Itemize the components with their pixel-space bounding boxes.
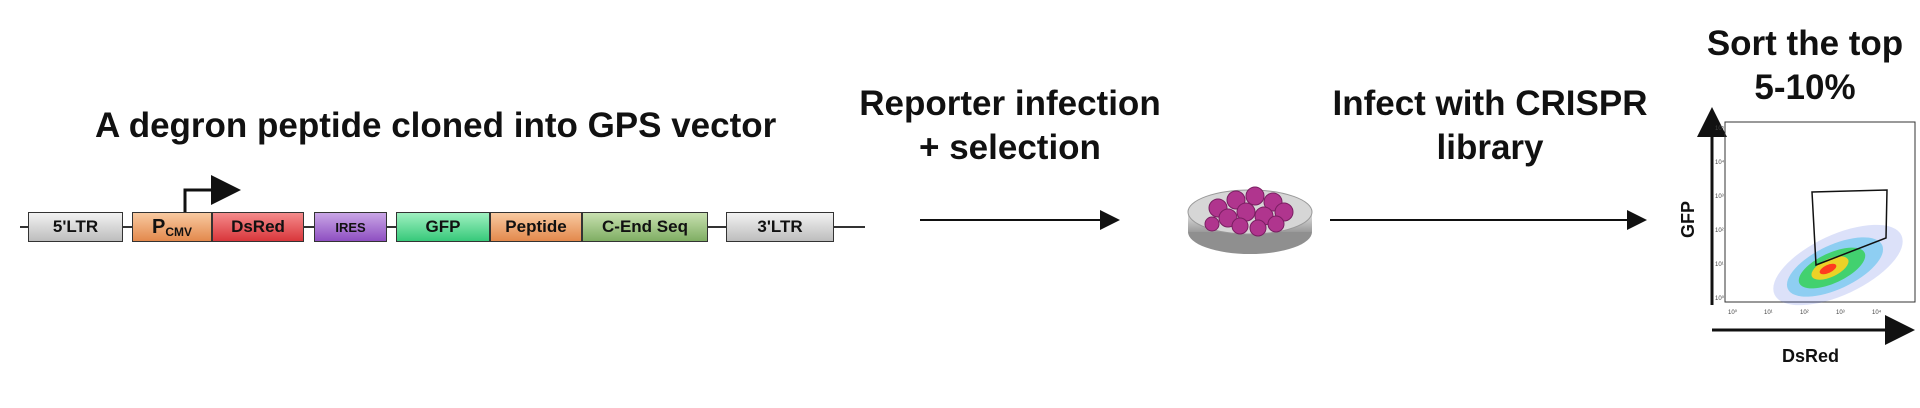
ltr5-box: 5'LTR xyxy=(28,212,123,242)
ltr5-label: 5'LTR xyxy=(52,217,99,236)
step-crispr-label: Infect with CRISPR library xyxy=(1310,82,1670,170)
step-sort-line1: Sort the top xyxy=(1706,24,1904,63)
facs-x-axis-label: DsRed xyxy=(1782,346,1839,366)
cend-seq-box: C-End Seq xyxy=(582,212,708,242)
step-sort-label: Sort the top 5-10% xyxy=(1690,22,1920,110)
facs-y-tick-3: 10³ xyxy=(1715,194,1724,200)
facs-x-tick-0: 10⁰ xyxy=(1728,309,1738,316)
step-crispr-line2: library xyxy=(1436,128,1544,167)
facs-y-tick-2: 10² xyxy=(1715,228,1724,234)
facs-x-tick-4: 10⁴ xyxy=(1872,309,1882,316)
facs-y-axis-label: GFP xyxy=(1678,201,1698,238)
facs-y-tick-1: 10¹ xyxy=(1715,262,1724,268)
step-reporter-infection-label: Reporter infection + selection xyxy=(840,82,1180,170)
ltr3-box: 3'LTR xyxy=(726,212,834,242)
gfp-box: GFP xyxy=(396,212,490,242)
cend-seq-label: C-End Seq xyxy=(602,217,688,236)
facs-frame xyxy=(1724,121,1916,303)
ltr3-label: 3'LTR xyxy=(757,217,803,236)
facs-x-tick-2: 10² xyxy=(1800,310,1809,316)
dsred-box: DsRed xyxy=(212,212,304,242)
dsred-label: DsRed xyxy=(231,217,285,236)
step-reporter-line1: Reporter infection xyxy=(859,84,1161,123)
facs-y-tick-5: 10⁵ xyxy=(1715,125,1725,132)
facs-scatter-density xyxy=(1773,224,1903,306)
facs-y-tick-0: 10⁰ xyxy=(1715,295,1725,302)
facs-x-tick-1: 10¹ xyxy=(1764,310,1773,316)
peptide-box: Peptide xyxy=(490,212,582,242)
facs-y-ticks: 10⁰ 10¹ 10² 10³ 10⁴ 10⁵ xyxy=(1715,125,1725,302)
facs-y-tick-4: 10⁴ xyxy=(1715,159,1725,166)
ires-label: IRES xyxy=(335,219,366,235)
step-reporter-line2: + selection xyxy=(919,128,1101,167)
pcmv-subscript: CMV xyxy=(165,225,192,239)
gfp-label: GFP xyxy=(425,217,461,236)
step-sort-line2: 5-10% xyxy=(1754,68,1856,107)
promoter-arrow-icon xyxy=(183,175,241,212)
vector-title: A degron peptide cloned into GPS vector xyxy=(95,106,777,145)
cells-icon xyxy=(1204,186,1294,237)
facs-plot: 10⁰ 10¹ 10² 10³ 10⁴ 10⁵ 10⁰ 10¹ 10² 10³ … xyxy=(1678,107,1916,366)
peptide-label: Peptide xyxy=(505,217,567,236)
pcmv-label: P xyxy=(151,215,166,238)
facs-sort-gate xyxy=(1811,189,1888,267)
ires-box: IRES xyxy=(314,212,387,242)
petri-dish-icon xyxy=(1187,186,1313,254)
step-crispr-line1: Infect with CRISPR xyxy=(1332,84,1648,123)
facs-x-tick-3: 10³ xyxy=(1836,310,1845,316)
facs-x-ticks: 10⁰ 10¹ 10² 10³ 10⁴ xyxy=(1728,309,1882,316)
